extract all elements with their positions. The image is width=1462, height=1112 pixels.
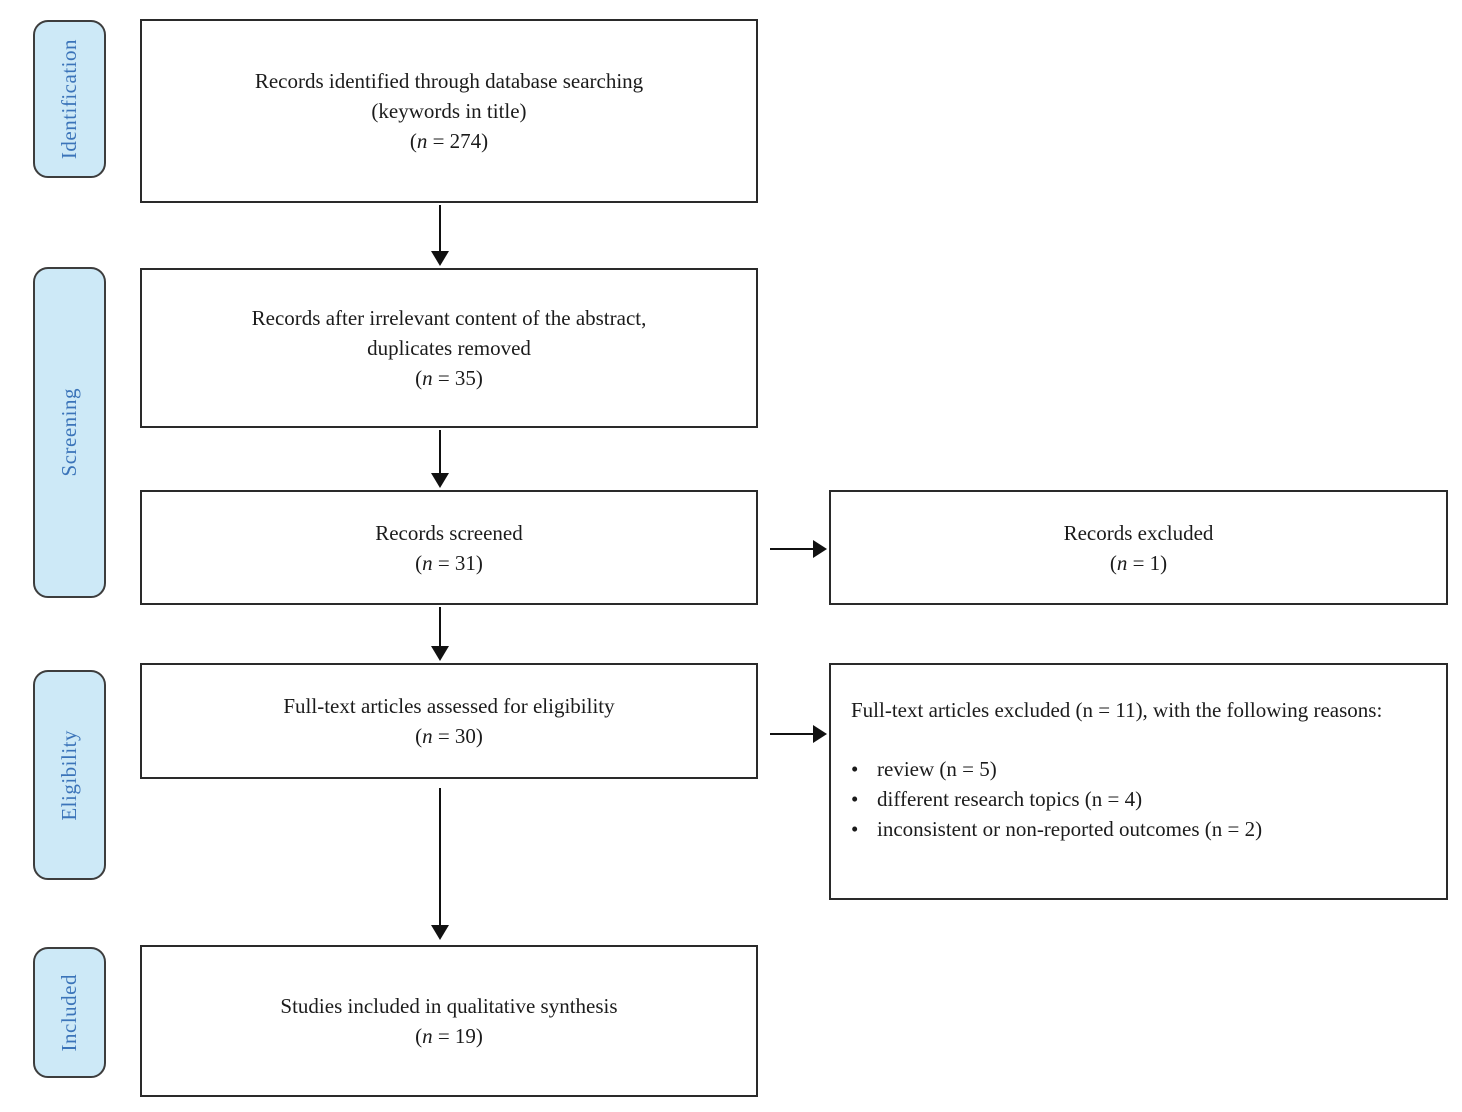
flow-box-text: Studies included in qualitative synthesi… bbox=[280, 991, 617, 1051]
flow-box-fulltext-excluded: Full-text articles excluded (n = 11), wi… bbox=[829, 663, 1448, 900]
arrow-shaft bbox=[439, 205, 441, 253]
count-open: ( bbox=[415, 1024, 423, 1048]
exclusion-reasons-list: • review (n = 5) • different research to… bbox=[851, 754, 1382, 844]
stage-identification: Identification bbox=[33, 20, 106, 178]
flow-box-count: (n = 274) bbox=[255, 126, 643, 156]
flow-box-count: (n = 31) bbox=[375, 548, 523, 578]
count-value: = 30) bbox=[432, 724, 483, 748]
arrow-head-down-icon bbox=[431, 251, 449, 266]
flow-box-line: Records excluded bbox=[1063, 520, 1214, 545]
count-value: = 1) bbox=[1127, 550, 1168, 575]
count-open: ( bbox=[409, 129, 417, 153]
flow-box-line: Records screened bbox=[375, 520, 523, 545]
count-open: ( bbox=[1109, 550, 1117, 575]
exclusion-reason-item: • review (n = 5) bbox=[851, 754, 1382, 784]
stage-included-label: Included bbox=[57, 973, 81, 1052]
arrow-head-right-icon bbox=[813, 540, 827, 558]
flow-box-text: Full-text articles assessed for eligibil… bbox=[283, 691, 614, 751]
arrow-head-right-icon bbox=[813, 725, 827, 743]
flow-box-line: duplicates removed bbox=[367, 336, 531, 360]
arrow-head-down-icon bbox=[431, 646, 449, 661]
right-arrow-screened-to-excluded bbox=[770, 540, 827, 558]
flow-box-count: (n = 30) bbox=[283, 721, 614, 751]
count-open: ( bbox=[415, 724, 423, 748]
count-open: ( bbox=[415, 550, 423, 575]
flow-box-records-excluded: Records excluded (n = 1) bbox=[829, 490, 1448, 605]
right-arrow-assessed-to-fulltext-excluded bbox=[770, 725, 827, 743]
bullet-icon: • bbox=[851, 787, 859, 811]
stage-identification-label: Identification bbox=[57, 38, 81, 160]
flow-box-line: Full-text articles assessed for eligibil… bbox=[283, 694, 615, 718]
count-n: n bbox=[416, 129, 428, 153]
stage-eligibility-label: Eligibility bbox=[57, 729, 81, 821]
flow-box-text: Records screened (n = 31) bbox=[375, 518, 523, 578]
flow-box-records-screened: Records screened (n = 31) bbox=[140, 490, 758, 605]
count-value: = 35) bbox=[432, 366, 483, 390]
flow-box-count: (n = 1) bbox=[1064, 548, 1214, 578]
down-arrow-after-duplicates-to-screened bbox=[431, 430, 449, 488]
arrow-shaft bbox=[439, 430, 441, 475]
count-value: = 274) bbox=[427, 129, 489, 153]
stage-eligibility: Eligibility bbox=[33, 670, 106, 880]
count-open: ( bbox=[415, 366, 423, 390]
arrow-shaft bbox=[770, 548, 815, 550]
flow-box-line: Records identified through database sear… bbox=[254, 69, 644, 93]
flow-box-line: Records after irrelevant content of the … bbox=[251, 306, 647, 330]
flow-box-text: Records identified through database sear… bbox=[255, 66, 643, 156]
flow-box-line: (keywords in title) bbox=[371, 99, 527, 123]
arrow-shaft bbox=[439, 788, 441, 927]
count-value: = 19) bbox=[432, 1024, 483, 1048]
exclusion-reason-text: review (n = 5) bbox=[877, 757, 997, 781]
count-n: n bbox=[422, 550, 433, 575]
bullet-icon: • bbox=[851, 757, 859, 781]
flow-box-records-after-duplicates: Records after irrelevant content of the … bbox=[140, 268, 758, 428]
arrow-shaft bbox=[770, 733, 815, 735]
exclusion-reason-text: different research topics (n = 4) bbox=[877, 787, 1143, 811]
stage-included: Included bbox=[33, 947, 106, 1078]
count-n: n bbox=[422, 724, 433, 748]
flow-box-line: Studies included in qualitative synthesi… bbox=[280, 994, 618, 1018]
arrow-head-down-icon bbox=[431, 925, 449, 940]
exclusion-reason-text: inconsistent or non-reported outcomes (n… bbox=[877, 817, 1263, 841]
count-n: n bbox=[1116, 550, 1128, 575]
count-n: n bbox=[422, 366, 433, 390]
down-arrow-screened-to-assessed bbox=[431, 607, 449, 661]
arrow-shaft bbox=[439, 607, 441, 648]
down-arrow-identified-to-after-duplicates bbox=[431, 205, 449, 266]
flow-box-text: Records after irrelevant content of the … bbox=[252, 303, 647, 393]
flow-box-count: (n = 35) bbox=[252, 363, 647, 393]
flow-box-records-identified: Records identified through database sear… bbox=[140, 19, 758, 203]
stage-screening: Screening bbox=[33, 267, 106, 598]
down-arrow-assessed-to-included bbox=[431, 788, 449, 940]
exclusion-intro: Full-text articles excluded (n = 11), wi… bbox=[851, 698, 1383, 722]
flow-box-fulltext-assessed: Full-text articles assessed for eligibil… bbox=[140, 663, 758, 779]
flow-box-studies-included: Studies included in qualitative synthesi… bbox=[140, 945, 758, 1097]
count-value: = 31) bbox=[432, 550, 483, 575]
count-n: n bbox=[422, 1024, 433, 1048]
exclusion-reason-item: • inconsistent or non-reported outcomes … bbox=[851, 814, 1382, 844]
flow-box-count: (n = 19) bbox=[280, 1021, 617, 1051]
stage-screening-label: Screening bbox=[57, 388, 81, 477]
flow-box-text: Records excluded (n = 1) bbox=[1064, 518, 1214, 578]
arrow-head-down-icon bbox=[431, 473, 449, 488]
bullet-icon: • bbox=[851, 817, 859, 841]
flow-box-text: Full-text articles excluded (n = 11), wi… bbox=[831, 665, 1400, 844]
exclusion-reason-item: • different research topics (n = 4) bbox=[851, 784, 1382, 814]
